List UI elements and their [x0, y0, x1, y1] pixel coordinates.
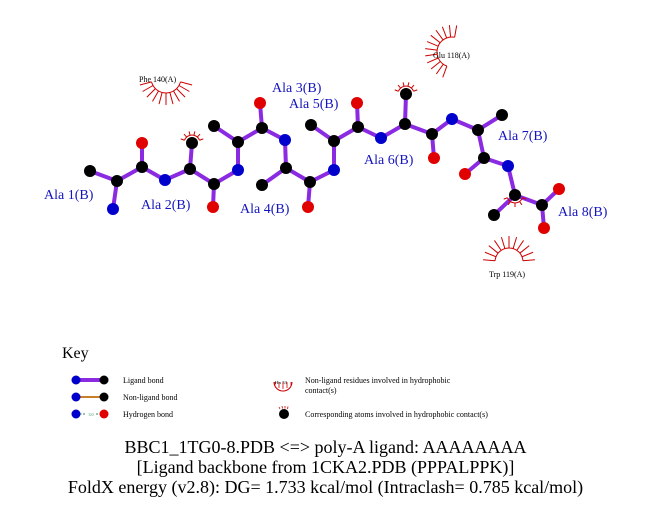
key-hydrogen-bond-label: Hydrogen bond	[123, 410, 173, 419]
key-ligand-bond-label: Ligand bond	[123, 376, 164, 385]
oxygen-atom	[459, 168, 471, 180]
residue-label-ala6: Ala 6(B)	[364, 153, 414, 168]
key-hydrogen-bond-sample	[71, 409, 109, 419]
residue-label-ala5: Ala 5(B)	[289, 97, 339, 112]
carbon-atom	[496, 109, 508, 121]
carbon-atom	[184, 163, 196, 175]
hydrophobic-label-glu118: Glu 118(A)	[433, 51, 470, 60]
carbon-atom	[488, 209, 500, 221]
atom-contact-marks-ala2	[180, 131, 204, 141]
nitrogen-atom	[328, 164, 340, 176]
carbon-atom	[478, 152, 490, 164]
carbon-atom	[400, 88, 412, 100]
carbon-atom	[186, 137, 198, 149]
key-corresponding-atoms-label: Corresponding atoms involved in hydropho…	[305, 410, 488, 419]
caption-line-3: FoldX energy (v2.8): DG= 1.733 kcal/mol …	[67, 477, 584, 497]
key-corresponding-atom-icon	[278, 405, 289, 419]
key-example-residue: His 53	[275, 380, 288, 385]
carbon-atom	[136, 161, 148, 173]
key-nonligand-residues-label: Non-ligand residues involved in hydropho…	[305, 376, 451, 395]
caption-line-2: [Ligand backbone from 1CKA2.PDB (PPPALPP…	[136, 457, 515, 477]
oxygen-atom	[428, 152, 440, 164]
nitrogen-atom	[446, 113, 458, 125]
carbon-atom	[472, 124, 484, 136]
carbon-atom	[426, 128, 438, 140]
nitrogen-atom	[107, 203, 119, 215]
carbon-atom	[256, 122, 268, 134]
key-hbond-distance: 3.0	[89, 412, 94, 417]
key-nonligand-bond-label: Non-ligand bond	[123, 393, 177, 402]
carbon-atom	[84, 165, 96, 177]
carbon-atom	[509, 189, 521, 201]
residue-label-ala8: Ala 8(B)	[558, 205, 608, 220]
residue-label-ala7: Ala 7(B)	[498, 129, 548, 144]
carbon-atom	[256, 179, 268, 191]
oxygen-atom	[538, 222, 550, 234]
carbon-atom	[232, 136, 244, 148]
carbon-atom	[352, 121, 364, 133]
hydrophobic-label-phe140: Phe 140(A)	[139, 75, 176, 84]
atom-contact-marks-ala8	[503, 197, 527, 207]
carbon-atom	[208, 178, 220, 190]
oxygen-atom	[207, 201, 219, 213]
oxygen-atom	[136, 137, 148, 149]
carbon-atom	[208, 120, 220, 132]
atom-contact-marks-ala6	[394, 82, 418, 92]
caption-line-1: BBC1_1TG0-8.PDB <=> poly-A ligand: AAAAA…	[124, 437, 527, 457]
carbon-atom	[536, 199, 548, 211]
oxygen-atom	[302, 201, 314, 213]
residue-label-ala3: Ala 3(B)	[272, 81, 322, 96]
carbon-atom	[111, 175, 123, 187]
key-ligand-bond-sample	[71, 375, 109, 385]
carbon-atom	[328, 135, 340, 147]
key-title: Key	[62, 345, 89, 362]
nitrogen-atom	[279, 134, 291, 146]
ligand-atoms	[84, 88, 565, 234]
nitrogen-atom	[502, 160, 514, 172]
oxygen-atom	[254, 97, 266, 109]
residue-label-ala2: Ala 2(B)	[141, 198, 191, 213]
carbon-atom	[280, 162, 292, 174]
key-nonligand-bond-sample	[71, 392, 109, 402]
carbon-atom	[399, 118, 411, 130]
hydrophobic-arc-phe140	[139, 81, 193, 105]
hydrophobic-arcs	[139, 25, 535, 262]
oxygen-atom	[351, 97, 363, 109]
key-hydrophobic-arc-icon	[273, 381, 293, 392]
hydrophobic-arc-trp119	[483, 236, 535, 262]
nitrogen-atom	[159, 174, 171, 186]
nitrogen-atom	[375, 132, 387, 144]
hydrophobic-label-trp119: Trp 119(A)	[489, 270, 525, 279]
nitrogen-atom	[232, 164, 244, 176]
oxygen-atom	[553, 183, 565, 195]
carbon-atom	[305, 119, 317, 131]
hydrophobic-arc-glu118	[425, 25, 458, 78]
residue-label-ala4: Ala 4(B)	[240, 202, 290, 217]
carbon-atom	[304, 176, 316, 188]
residue-label-ala1: Ala 1(B)	[44, 188, 94, 203]
